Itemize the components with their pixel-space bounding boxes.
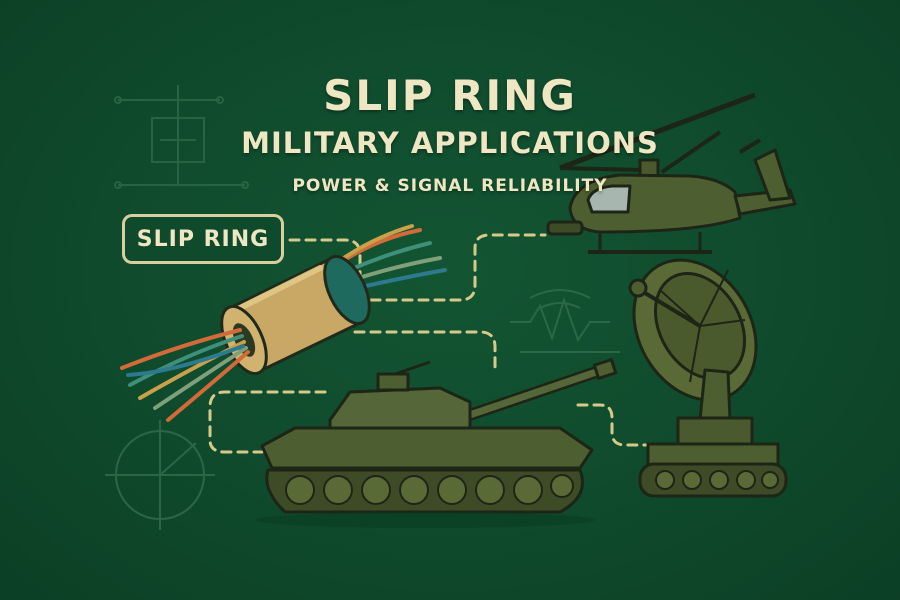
helicopter-icon bbox=[546, 92, 797, 254]
title-block: SLIP RING MILITARY APPLICATIONS POWER & … bbox=[150, 70, 750, 198]
page-subtitle: MILITARY APPLICATIONS bbox=[241, 126, 659, 160]
radar-dish-icon bbox=[628, 258, 788, 498]
page-title: SLIP RING bbox=[323, 71, 577, 120]
connector-lines bbox=[208, 233, 652, 454]
crosshair-icon bbox=[105, 420, 215, 530]
slip-ring-label: SLIP RING bbox=[122, 214, 284, 264]
slip-ring-icon bbox=[120, 224, 447, 422]
tank-icon bbox=[260, 358, 618, 514]
signal-wave-icon bbox=[510, 289, 620, 353]
tank-shadow bbox=[255, 512, 595, 528]
page-tagline: POWER & SIGNAL RELIABILITY bbox=[292, 176, 608, 196]
circuit-icon bbox=[114, 85, 249, 189]
